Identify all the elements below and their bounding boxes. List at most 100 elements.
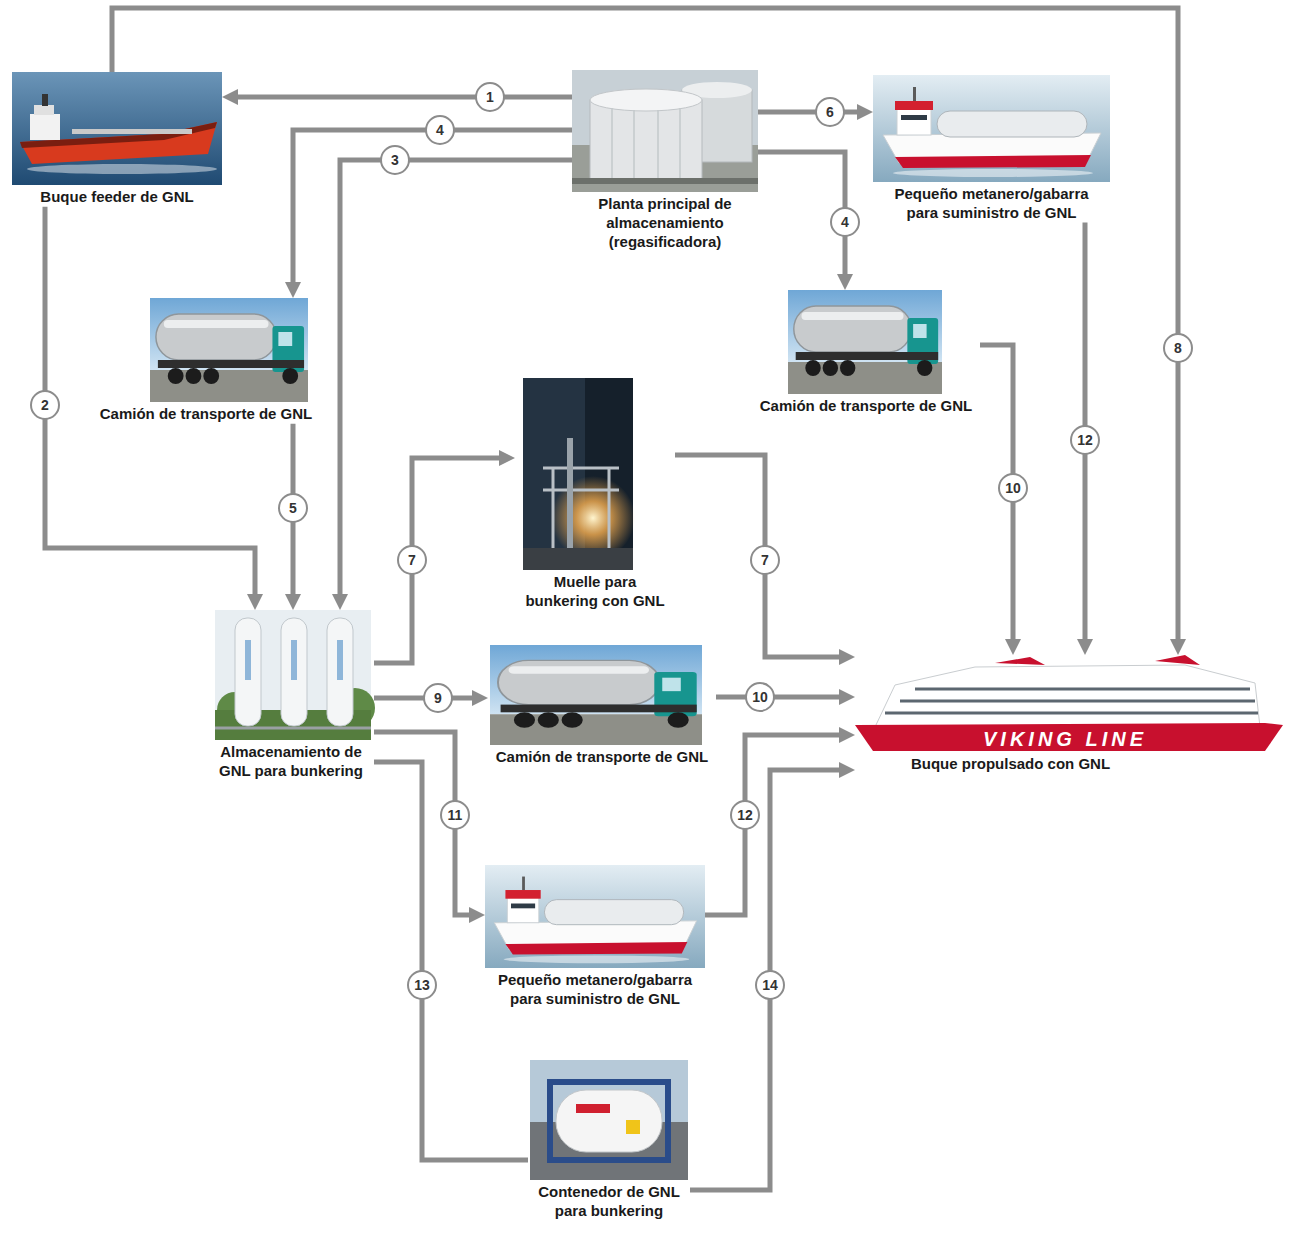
lng-truck-photo (150, 298, 308, 402)
step-number: 12 (1077, 433, 1093, 447)
step-badge: 1 (475, 82, 505, 112)
tank-logo (245, 640, 251, 680)
flow-arrow (374, 732, 477, 915)
photo-area (92, 298, 320, 402)
photo-node: Camión de transporte de GNL (752, 290, 980, 416)
photo-node: Buque feeder de GNL (12, 72, 222, 207)
pier-railing (543, 468, 619, 548)
step-badge: 14 (755, 970, 785, 1000)
step-badge: 11 (440, 800, 470, 830)
container-logo (576, 1104, 610, 1113)
photo-area (873, 75, 1110, 182)
node-caption: Buque feeder de GNL (17, 188, 217, 207)
step-number: 3 (391, 153, 399, 167)
flow-arrow (690, 770, 847, 1190)
photo-node: Buque propulsado con GNL (855, 655, 1285, 774)
node-caption: Buque propulsado con GNL (903, 755, 1118, 774)
node-caption: Camión de transporte de GNL (754, 397, 978, 416)
step-number: 8 (1174, 341, 1182, 355)
step-number: 4 (436, 123, 444, 137)
node-caption: Pequeño metanero/gabarra para suministro… (488, 971, 703, 1009)
photo-node: Pequeño metanero/gabarra para suministro… (485, 865, 705, 1009)
photo-node: Planta principal de almacenamiento (rega… (572, 70, 758, 251)
step-number: 10 (752, 690, 768, 704)
step-badge: 5 (278, 493, 308, 523)
quay (523, 548, 633, 570)
step-number: 6 (826, 105, 834, 119)
ship-livery: VIKING LINE (983, 729, 1147, 750)
connector-group (45, 8, 1178, 1190)
bridge (34, 105, 54, 115)
photo-area (488, 645, 716, 745)
photo-node: Almacenamiento de GNL para bunkering (208, 610, 374, 781)
step-badge: 7 (397, 545, 427, 575)
photo-node: Camión de transporte de GNL (92, 298, 320, 424)
bunker-barge-photo (485, 865, 705, 968)
step-badge: 3 (380, 145, 410, 175)
lng-truck-photo (490, 645, 702, 745)
red-hull (855, 723, 1283, 751)
flow-arrow (675, 455, 847, 657)
photo-area (528, 1060, 690, 1180)
feeder-ship-photo (12, 72, 222, 185)
step-number: 13 (414, 978, 430, 992)
step-number: 10 (1005, 481, 1021, 495)
flow-arrow (374, 458, 507, 663)
step-number: 5 (289, 501, 297, 515)
step-badge: 13 (407, 970, 437, 1000)
tank-logo (337, 640, 343, 680)
window-rows (885, 689, 1258, 713)
node-caption: Camión de transporte de GNL (490, 748, 714, 767)
node-caption: Planta principal de almacenamiento (rega… (575, 195, 755, 251)
flow-arrow (705, 735, 847, 915)
flow-arrow (45, 207, 255, 602)
step-number: 7 (408, 553, 416, 567)
lng-truck-photo (788, 290, 942, 394)
pipe-rack (572, 178, 758, 184)
step-badge: 10 (745, 682, 775, 712)
storage-tank (235, 618, 261, 726)
node-caption: Contenedor de GNL para bunkering (529, 1183, 689, 1221)
step-badge: 2 (30, 390, 60, 420)
wake (27, 164, 217, 174)
step-badge: 7 (750, 545, 780, 575)
bunkering-storage-photo (215, 610, 375, 740)
flow-arrow (112, 8, 1178, 647)
photo-node: Camión de transporte de GNL (488, 645, 716, 767)
front-tank (590, 100, 702, 180)
photo-node: Pequeño metanero/gabarra para suministro… (873, 75, 1110, 223)
storage-plant-photo (572, 70, 758, 192)
node-caption: Camión de transporte de GNL (94, 405, 318, 424)
front-tank-roof (590, 89, 702, 111)
photo-area (752, 290, 980, 394)
hazard-sign (626, 1120, 640, 1134)
container-tank (556, 1090, 662, 1152)
photo-area (572, 70, 758, 192)
photo-area (12, 72, 222, 185)
tank-ribs (612, 108, 680, 180)
lng-container-photo (530, 1060, 688, 1180)
step-badge: 4 (425, 115, 455, 145)
node-caption: Muelle para bunkering con GNL (520, 573, 670, 611)
photo-node: Contenedor de GNL para bunkering (528, 1060, 690, 1221)
funnel-marks (995, 655, 1200, 665)
fence (215, 727, 371, 730)
step-number: 1 (486, 90, 494, 104)
step-number: 4 (841, 215, 849, 229)
photo-area (208, 610, 374, 740)
sea (12, 72, 222, 185)
lng-ship-picture (855, 655, 1283, 751)
step-badge: 6 (815, 97, 845, 127)
sky (215, 610, 371, 740)
flow-arrow (716, 695, 847, 700)
step-badge: 4 (830, 207, 860, 237)
step-badge: 10 (998, 473, 1028, 503)
step-badge: 12 (1070, 425, 1100, 455)
photo-area (515, 378, 675, 570)
node-caption: Almacenamiento de GNL para bunkering (210, 743, 372, 781)
container-frame (550, 1082, 668, 1160)
flow-arrow (230, 95, 572, 100)
